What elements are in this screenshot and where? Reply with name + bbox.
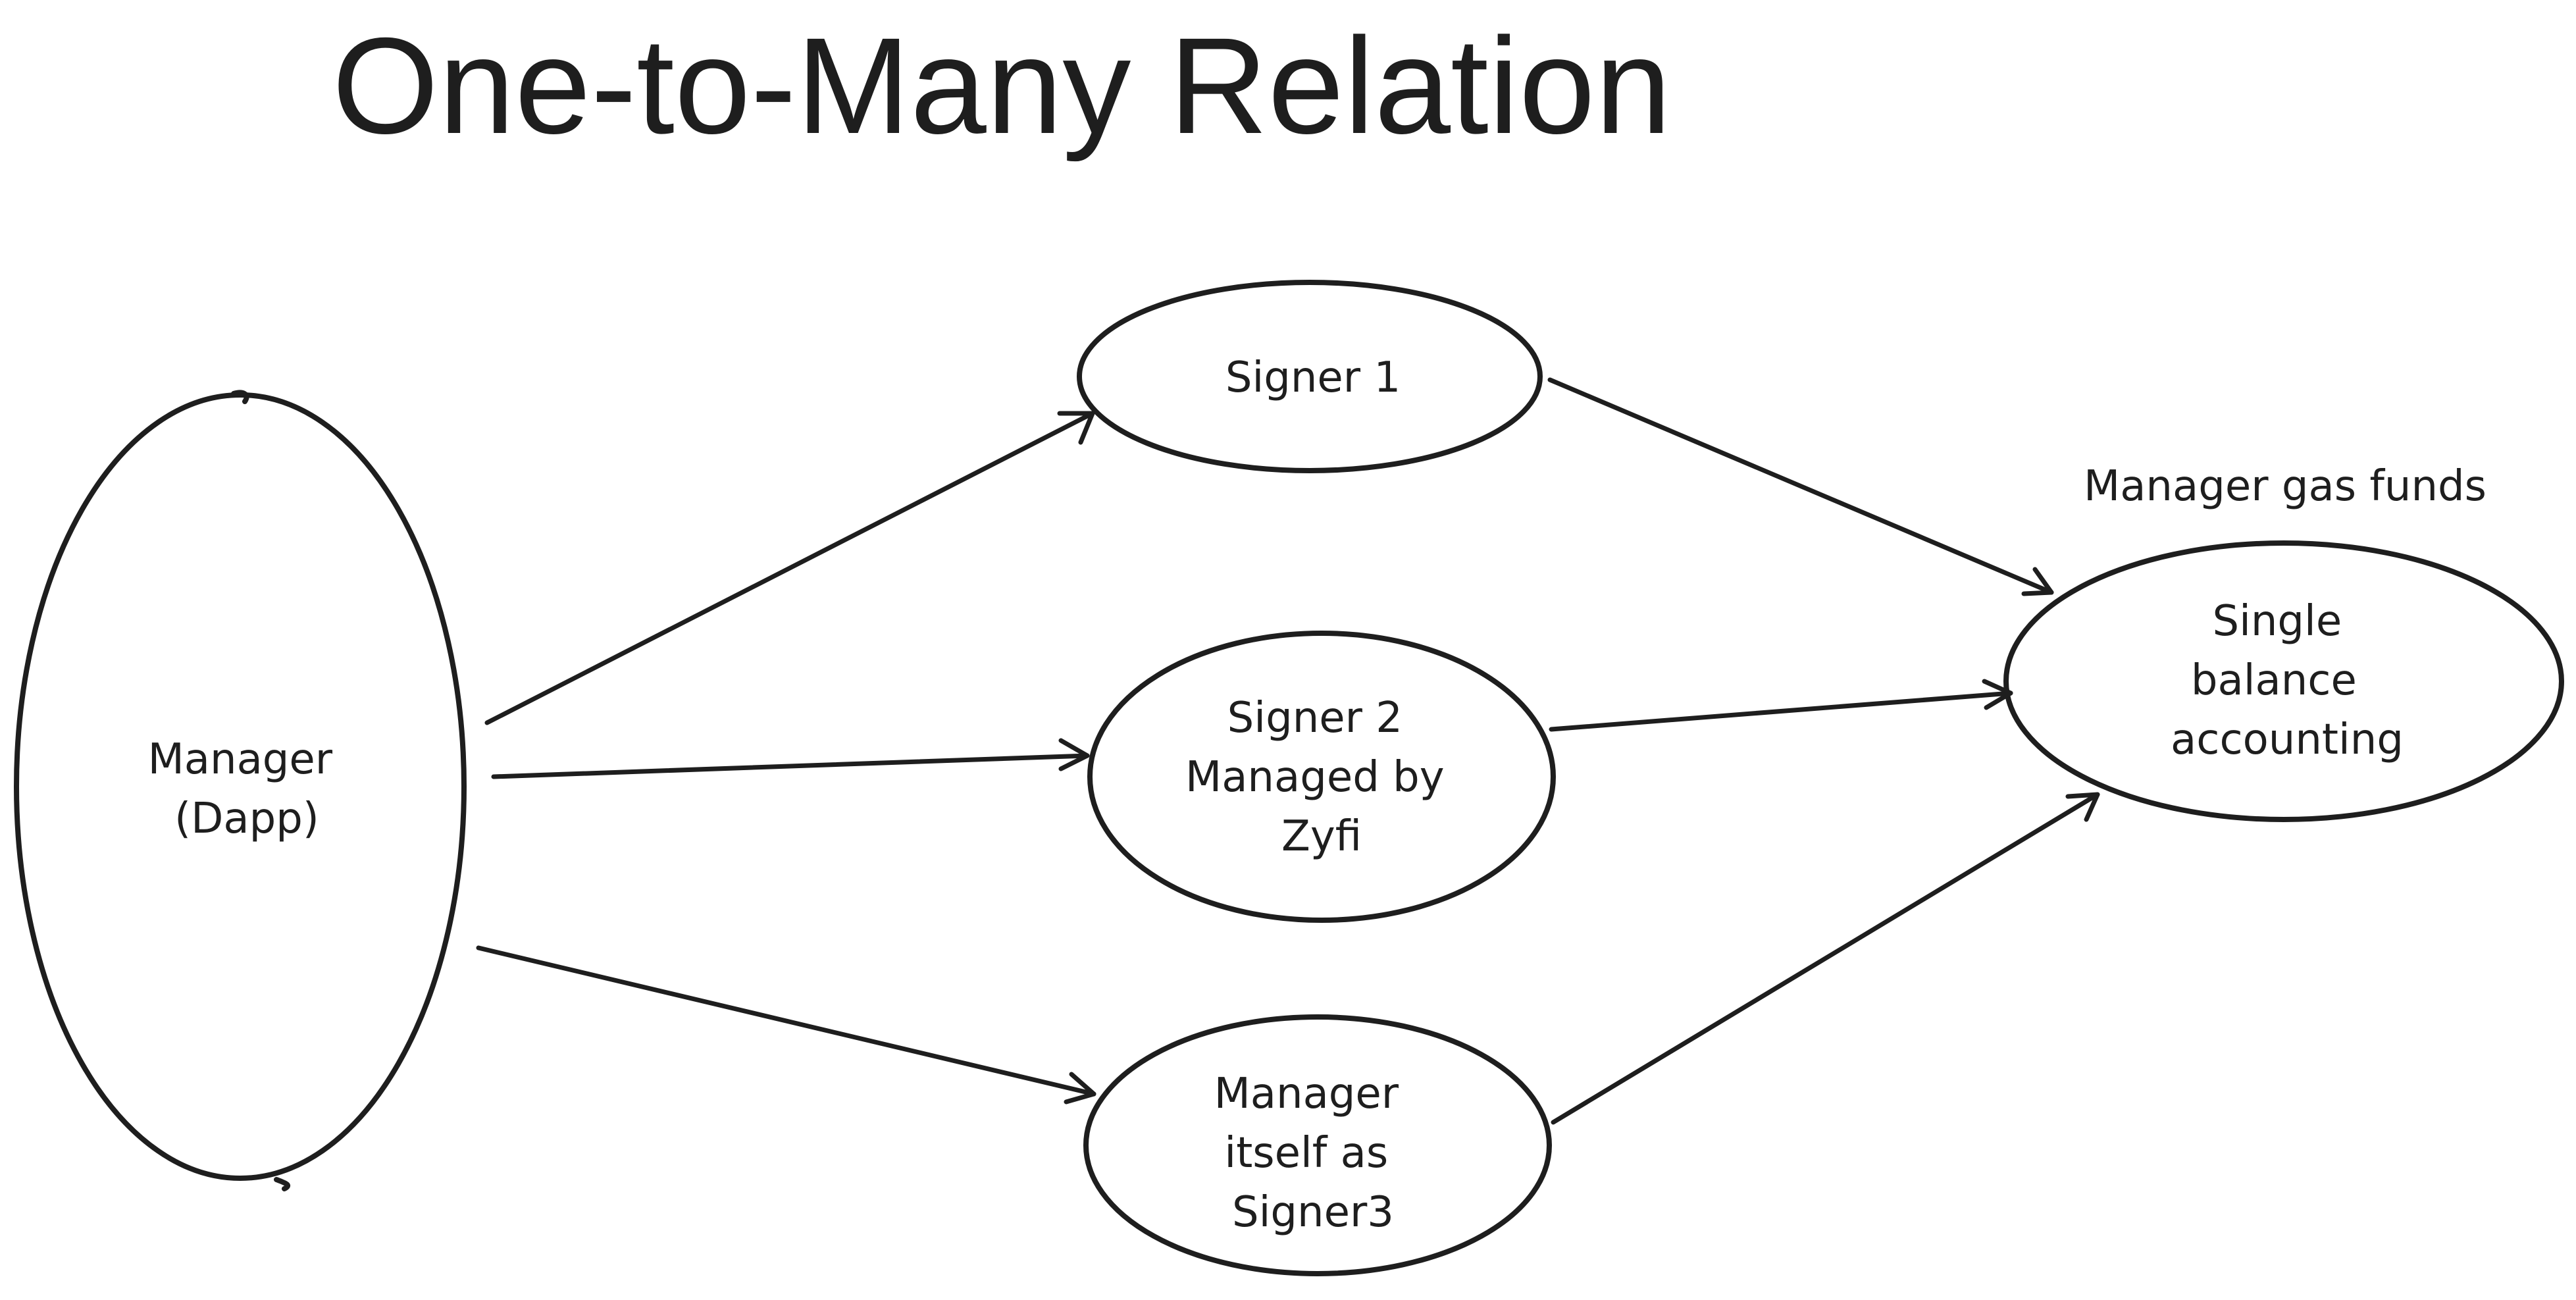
arrowhead-signer1 — [1057, 411, 1095, 445]
node-signer-2: Signer 2 Managed by Zyfi — [1087, 631, 1556, 923]
node-manager-shape-overlap — [231, 390, 291, 1191]
node-signer-2-shape — [1087, 631, 1556, 923]
edge-signer2-balance — [1549, 690, 2013, 732]
arrowhead-balance-1 — [2021, 567, 2054, 596]
edge-manager-signer2 — [491, 753, 1090, 779]
node-signer-3: Manager itself as Signer3 — [1083, 1014, 1552, 1276]
balance-annotation: Manager gas funds — [2084, 462, 2486, 511]
arrowhead-balance-2 — [1982, 679, 2013, 710]
node-signer-3-shape — [1083, 1014, 1552, 1276]
node-manager-shape — [14, 392, 467, 1181]
node-signer-3-label: Manager itself as Signer3 — [1214, 1070, 1412, 1237]
edge-signer3-balance — [1551, 792, 2100, 1125]
node-signer-1-shape — [1077, 280, 1543, 473]
edges — [476, 377, 2100, 1125]
node-signer-1: Signer 1 — [1077, 280, 1543, 473]
arrowhead-balance-3 — [2065, 792, 2100, 822]
node-signer-2-label: Signer 2 Managed by Zyfi — [1185, 694, 1458, 861]
node-manager: Manager (Dapp) — [14, 390, 467, 1191]
arrowhead-signer3 — [1064, 1072, 1096, 1105]
node-manager-label: Manager (Dapp) — [148, 735, 346, 843]
node-balance-label: Single balance accounting — [2171, 597, 2404, 764]
node-balance: Single balance accounting — [2003, 540, 2564, 822]
node-balance-shape — [2003, 540, 2564, 822]
edge-signer1-balance — [1547, 377, 2054, 595]
edge-manager-signer1 — [484, 411, 1095, 725]
diagram-title: One-to-Many Relation — [332, 10, 1672, 163]
arrowhead-signer2 — [1058, 738, 1090, 771]
edge-manager-signer3 — [476, 945, 1096, 1097]
node-signer-1-label: Signer 1 — [1225, 353, 1401, 402]
